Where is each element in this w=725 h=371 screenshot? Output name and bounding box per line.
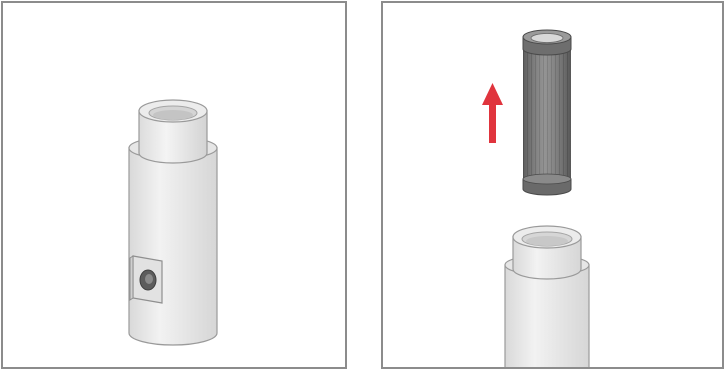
- housing-body: [129, 100, 217, 345]
- panel-cartridge-removal: [381, 1, 724, 369]
- cartridge-removal-illustration: [383, 3, 722, 367]
- housing-illustration: [3, 3, 345, 367]
- housing-body-open: [505, 226, 589, 367]
- mesh-cartridge: [523, 30, 571, 195]
- side-port: [130, 256, 162, 303]
- up-arrow-icon: [482, 83, 503, 143]
- panel-housing: [1, 1, 347, 369]
